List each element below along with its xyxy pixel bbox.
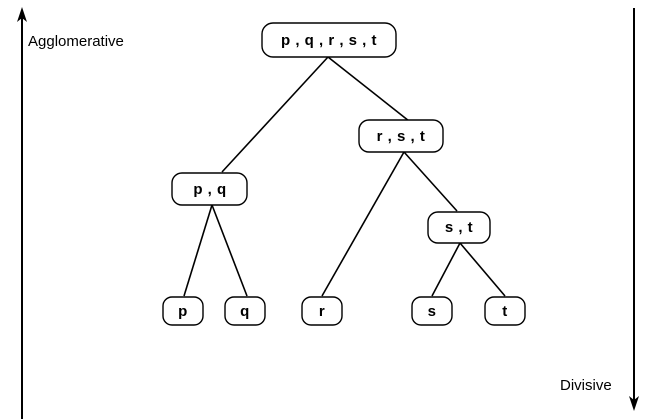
edge-root-rst [327,56,410,122]
node-label-leaf-r: r [319,303,325,320]
agglomerative-axis [17,7,27,419]
node-box[interactable] [427,211,491,244]
arrow-up-icon [17,7,27,22]
node-st[interactable]: s , t [427,211,491,244]
node-box[interactable] [224,296,266,326]
node-leaf-r[interactable]: r [301,296,343,326]
node-box[interactable] [301,296,343,326]
arrow-down-icon [629,396,639,411]
node-leaf-s[interactable]: s [411,296,453,326]
node-box[interactable] [171,172,248,206]
node-label-st: s , t [445,219,473,236]
edge-st-leaf-s [431,242,461,297]
divisive-label: Divisive [560,377,612,394]
node-leaf-q[interactable]: q [224,296,266,326]
node-box[interactable] [162,296,204,326]
node-label-leaf-q: q [240,303,250,320]
node-box[interactable] [411,296,453,326]
edge-pq-leaf-p [183,204,213,297]
node-label-leaf-t: t [502,303,508,320]
node-rst[interactable]: r , s , t [358,119,444,153]
edge-rst-st [403,151,458,212]
node-label-pq: p , q [193,181,226,198]
edge-rst-leaf-r [321,151,405,297]
edge-pq-leaf-q [211,204,248,297]
edge-group [183,56,506,297]
node-label-leaf-s: s [428,303,437,320]
node-box[interactable] [358,119,444,153]
node-label-rst: r , s , t [377,128,426,145]
divisive-axis [629,8,639,411]
node-box[interactable] [261,22,397,58]
node-leaf-t[interactable]: t [484,296,526,326]
agglomerative-label: Agglomerative [28,33,124,50]
node-leaf-p[interactable]: p [162,296,204,326]
node-box[interactable] [484,296,526,326]
node-label-root: p , q , r , s , t [281,32,377,49]
edge-st-leaf-t [459,242,506,297]
node-root[interactable]: p , q , r , s , t [261,22,397,58]
edge-root-pq [221,56,329,173]
node-pq[interactable]: p , q [171,172,248,206]
node-label-leaf-p: p [178,303,188,320]
